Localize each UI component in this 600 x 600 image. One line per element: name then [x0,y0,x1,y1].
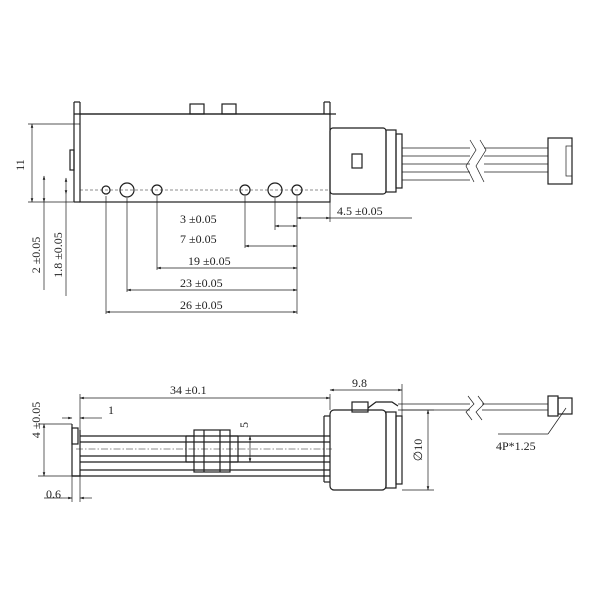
dim-slider-5: 5 [237,422,251,428]
dim-spacing-7: 7 ±0.05 [180,232,217,246]
top-dimension-labels: 11 2 ±0.05 1.8 ±0.05 3 ±0.05 7 ±0.05 19 … [13,159,383,312]
dim-spacing-3: 3 ±0.05 [180,212,217,226]
dim-left-1: 1 [108,403,114,417]
dim-left-4: 4 ±0.05 [29,402,43,439]
dim-height-11: 11 [13,159,27,171]
top-motor [329,127,573,195]
connector-label: 4P*1.25 [496,439,536,453]
dim-spacing-26: 26 ±0.05 [180,298,223,312]
dim-diameter-10: ∅10 [411,439,425,461]
side-dimensions [38,384,567,502]
dim-thickness-0-6: 0.6 [46,487,61,501]
rail-holes [101,182,303,198]
side-dimension-labels: 34 ±0.1 9.8 4 ±0.05 1 5 ∅10 0.6 4P*1.25 [29,376,536,501]
side-view: 34 ±0.1 9.8 4 ±0.05 1 5 ∅10 0.6 4P*1.25 [29,376,573,502]
top-view: 11 2 ±0.05 1.8 ±0.05 3 ±0.05 7 ±0.05 19 … [13,101,573,314]
dim-spacing-19: 19 ±0.05 [188,254,231,268]
dim-end-4-5: 4.5 ±0.05 [337,204,383,218]
dim-offset-1-8: 1.8 ±0.05 [51,232,65,278]
dim-motor-9-8: 9.8 [352,376,367,390]
side-frame [71,415,332,483]
dim-offset-2: 2 ±0.05 [29,237,43,274]
top-frame [69,101,336,203]
dim-length-34: 34 ±0.1 [170,383,207,397]
side-motor [329,395,573,491]
top-dimensions [28,123,412,314]
dim-spacing-23: 23 ±0.05 [180,276,223,290]
